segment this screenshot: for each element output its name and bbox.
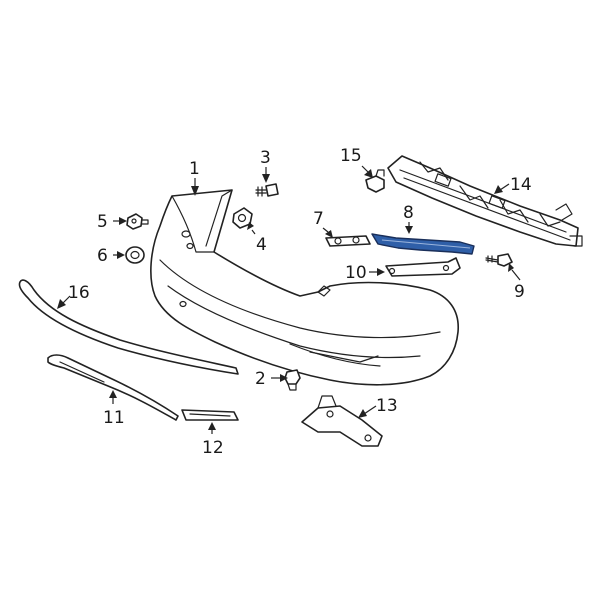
part-10-bracket[interactable] — [385, 257, 461, 277]
leaders — [57, 165, 521, 434]
callout-12: 12 — [202, 438, 224, 458]
part-9-screw[interactable] — [485, 253, 513, 267]
part-6-grommet[interactable] — [125, 246, 145, 264]
callout-11: 11 — [103, 408, 125, 428]
callout-7: 7 — [313, 209, 324, 229]
part-3-screw[interactable] — [255, 183, 279, 197]
callout-14: 14 — [510, 175, 532, 195]
callout-9: 9 — [514, 282, 525, 302]
callout-5: 5 — [97, 212, 108, 232]
part-8-energy-absorber[interactable] — [371, 233, 475, 255]
part-13-mounting-bracket[interactable] — [301, 395, 383, 447]
callout-6: 6 — [97, 246, 108, 266]
part-7-pad[interactable] — [325, 235, 371, 247]
part-2-clip[interactable] — [284, 369, 301, 391]
callout-13: 13 — [376, 396, 398, 416]
callout-1: 1 — [189, 159, 200, 179]
callout-3: 3 — [260, 148, 271, 168]
part-11-strip[interactable] — [47, 354, 179, 421]
part-15-pin[interactable] — [365, 169, 385, 193]
part-12-reflector[interactable] — [181, 409, 239, 421]
callout-labels: 1 2 3 4 5 6 7 8 9 10 11 12 13 14 15 16 — [68, 146, 532, 458]
part-5-bolt[interactable] — [126, 213, 149, 230]
part-16-trim-molding[interactable] — [18, 279, 239, 375]
callout-16: 16 — [68, 283, 90, 303]
callout-10: 10 — [345, 263, 367, 283]
part-14-reinforcement-beam[interactable] — [387, 155, 583, 247]
callout-8: 8 — [403, 203, 414, 223]
callout-15: 15 — [340, 146, 362, 166]
part-1-bumper-cover[interactable] — [150, 189, 459, 386]
callout-2: 2 — [255, 369, 266, 389]
callout-4: 4 — [256, 235, 267, 255]
